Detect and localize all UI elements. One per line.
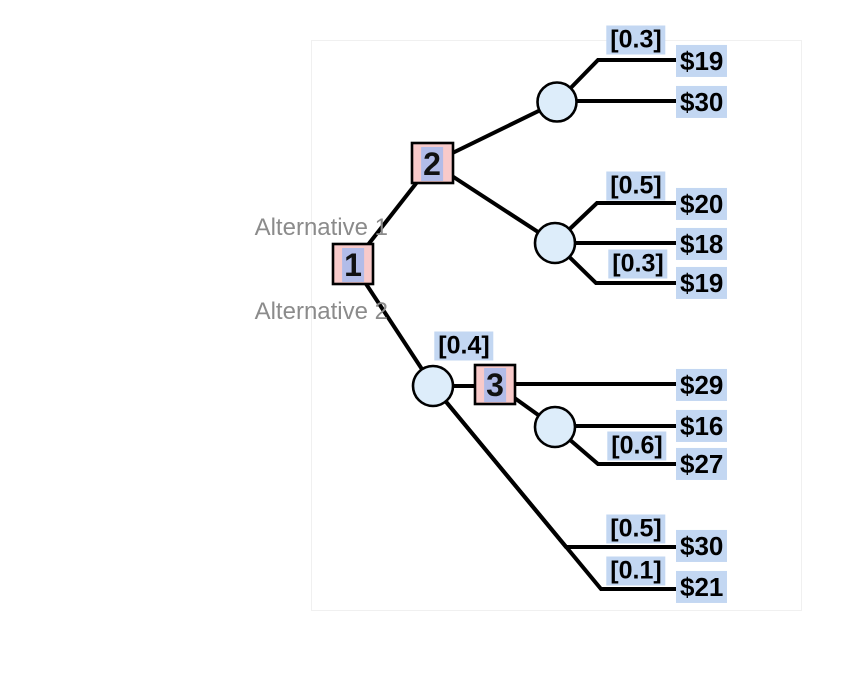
chance-node-alt2[interactable] (411, 364, 455, 408)
decision-node-2[interactable] (410, 141, 455, 185)
chance-node-sub3[interactable] (533, 405, 577, 449)
decision-node-1[interactable] (331, 242, 375, 286)
diagram-frame (311, 40, 802, 611)
branch-line (431, 384, 676, 591)
chance-node-top[interactable] (536, 81, 578, 123)
decision-node-3[interactable] (473, 363, 517, 406)
chance-node-mid[interactable] (533, 221, 577, 265)
